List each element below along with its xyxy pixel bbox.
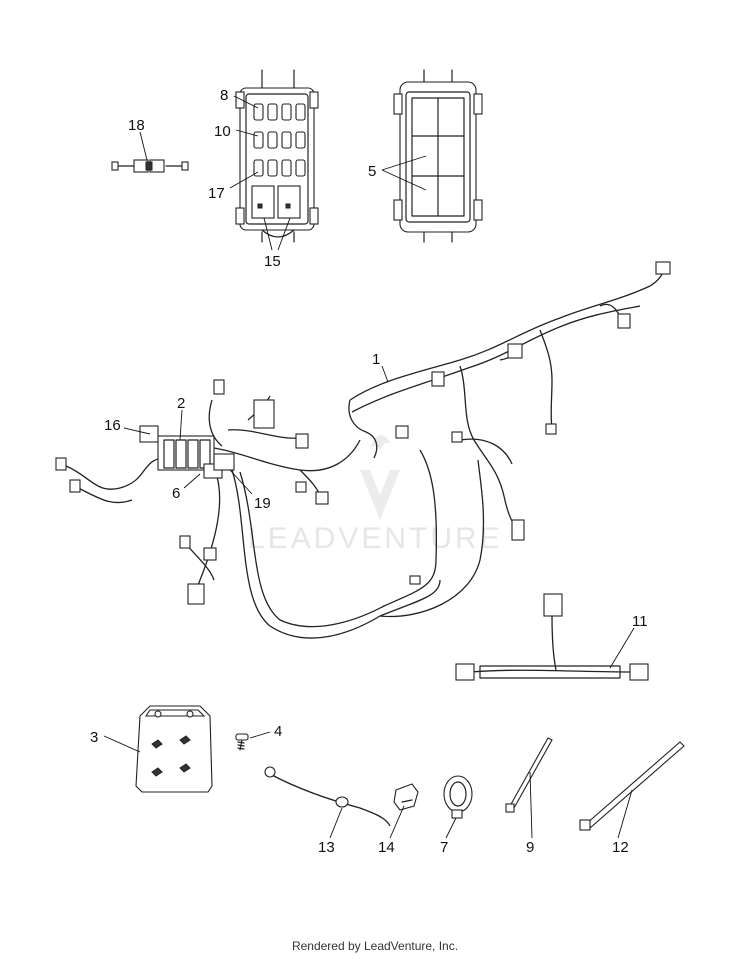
fuse-slot [281,159,292,177]
callout-8: 8 [220,87,228,104]
part-12-cable-tie-long [579,741,685,831]
callout-10: 10 [214,123,231,140]
part-18-inline-connector [111,159,189,173]
callout-3: 3 [90,729,98,746]
fuse-slot [267,103,278,121]
callout-5: 5 [368,163,376,180]
callout-6: 6 [172,485,180,502]
part-1-main-wire-harness [55,261,671,639]
part-11-sub-harness [455,593,649,681]
fuse-slot [281,131,292,149]
fuse-slot [253,103,264,121]
fuse-slot [267,131,278,149]
part-4-screw [235,733,249,751]
fuse-slot [295,103,306,121]
callout-13: 13 [318,839,335,856]
callout-12: 12 [612,839,629,856]
callout-1: 1 [372,351,380,368]
callout-11: 11 [632,613,648,630]
fuse-slot [295,159,306,177]
part-9-cable-tie [505,737,553,813]
callout-15: 15 [264,253,281,270]
callout-7: 7 [440,839,448,856]
callout-16: 16 [104,417,121,434]
callout-4: 4 [274,723,282,740]
watermark-text: LEADVENTURE [248,522,503,555]
callout-14: 14 [378,839,395,856]
fuse-box-covered [393,69,483,243]
part-7-clamp [443,775,473,819]
part-14-clip [393,783,419,811]
leadventure-watermark: LEADVENTURE [248,434,503,555]
fuse-box-open [235,69,319,243]
footer-credit: Rendered by LeadVenture, Inc. [291,939,459,953]
fuse-slot [281,103,292,121]
fuse-slot [253,131,264,149]
callout-17: 17 [208,185,225,202]
callout-2: 2 [177,395,185,412]
fuse-slot [295,131,306,149]
callout-19: 19 [254,495,271,512]
callout-labels: 1 2 3 4 5 6 7 8 9 10 11 12 13 14 15 16 1… [90,87,648,856]
callout-9: 9 [526,839,534,856]
part-3-bracket [135,705,213,793]
part-13-wire-anchor [264,766,391,827]
relay-module [139,425,235,479]
fuse-slot [253,159,264,177]
fuse-slot [267,159,278,177]
callout-18: 18 [128,117,145,134]
